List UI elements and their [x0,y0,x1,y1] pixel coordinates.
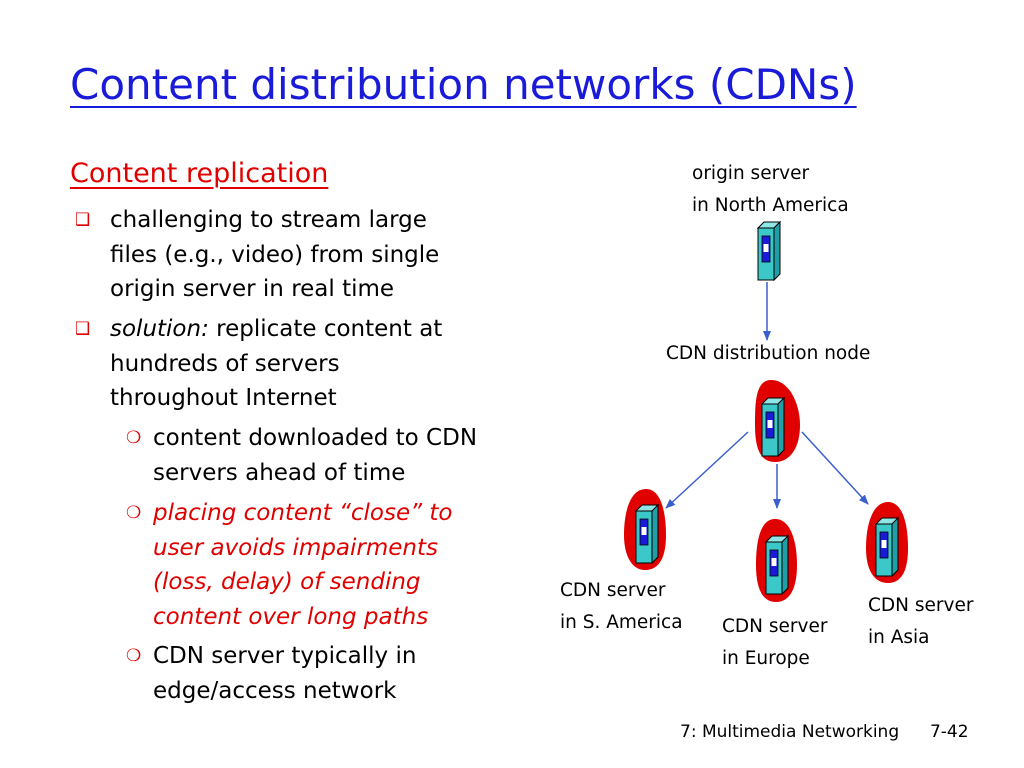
circle-bullet-icon: ❍ [126,428,142,448]
server-south-america-label: CDN server in S. America [560,580,683,633]
arrow-icon [801,431,869,505]
circle-bullet-icon: ❍ [126,503,142,523]
circle-bullet-icon: ❍ [126,646,142,666]
section-heading: Content replication [70,158,329,189]
arrow-icon [665,431,749,509]
bullet-solution: ❑ solution: replicate content at hundred… [75,312,530,416]
origin-server-icon [757,221,781,281]
square-bullet-icon: ❑ [75,319,91,339]
bullet-line: content downloaded to CDN [153,425,478,451]
footer-page-number: 7-42 [929,722,969,742]
sub-bullet-edge: ❍ CDN server typically in edge/access ne… [126,639,553,708]
bullet-line: challenging to stream large [110,207,427,233]
bullet-line: origin server in real time [110,276,395,302]
sub-bullet-placing: ❍ placing content “close” to user avoids… [126,496,553,634]
bullet-line: edge/access network [153,677,397,704]
cdn-server-europe-icon [756,519,797,602]
slide-footer: 7: Multimedia Networking 7-42 [680,722,969,742]
cdn-server-south-america-icon [624,489,666,570]
square-bullet-icon: ❑ [75,210,91,230]
cdn-server-asia-icon [866,502,908,583]
bullet-line: content over long paths [153,603,429,630]
sub-bullet-downloaded: ❍ content downloaded to CDN servers ahea… [126,421,553,490]
bullet-line: servers ahead of time [153,459,406,486]
bullet-line: replicate content at [208,316,443,342]
footer-chapter: 7: Multimedia Networking [680,722,900,742]
slide-title: Content distribution networks (CDNs) [70,60,857,109]
solution-lead: solution: [110,316,209,342]
cdn-distribution-node-icon [755,380,800,462]
distribution-node-label: CDN distribution node [666,343,871,364]
bullet-line: user avoids impairments [153,534,439,561]
bullet-line: hundreds of servers [110,350,340,377]
bullet-challenging: ❑ challenging to stream large files (e.g… [75,203,530,307]
bullet-line: throughout Internet [110,385,337,411]
bullet-line: placing content “close” to [153,500,453,526]
origin-server-label: origin server in North America [692,163,849,216]
bullet-line: CDN server typically in [153,643,417,669]
bullet-line: files (e.g., video) from single [110,241,440,268]
server-europe-label: CDN server in Europe [722,616,828,669]
bullet-line: (loss, delay) of sending [153,569,421,595]
server-asia-label: CDN server in Asia [868,595,974,648]
